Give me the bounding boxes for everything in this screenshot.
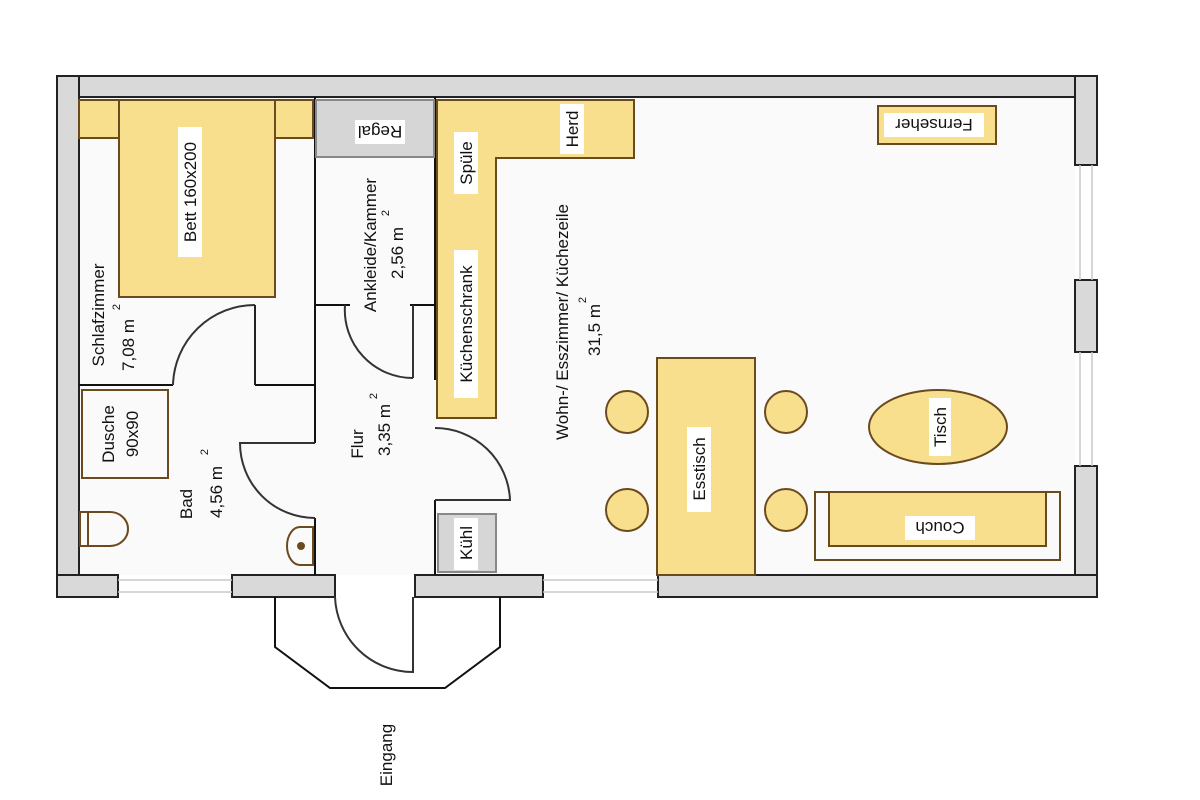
label-dusche-2: 90x90: [123, 411, 142, 457]
stuhl-1: [605, 390, 649, 434]
room-ankleide-name: Ankleide/Kammer: [361, 178, 380, 313]
room-bad-area: 4,56 m: [207, 466, 226, 518]
label-tisch: Tisch: [931, 407, 950, 447]
label-kuechenschrank: Küchenschrank: [457, 265, 476, 383]
label-dusche-1: Dusche: [99, 405, 118, 463]
room-flur-area: 3,35 m: [375, 404, 394, 456]
wall-right-2: [1074, 279, 1098, 353]
room-wohn-name: Wohn-/ Esszimmer/ Küchezeile: [553, 204, 572, 440]
sink: [286, 526, 314, 566]
room-schlafzimmer-name: Schlafzimmer: [89, 263, 108, 366]
room-flur-name: Flur: [348, 429, 367, 459]
wall-bottom-3: [414, 574, 544, 598]
doors: [172, 304, 512, 674]
stuhl-4: [764, 488, 808, 532]
room-bad-name: Bad: [177, 489, 196, 519]
room-wohn-exp: 2: [577, 297, 589, 303]
label-fernseher: Fernseher: [895, 115, 973, 134]
stuhl-3: [764, 390, 808, 434]
room-schlafzimmer-area: 7,08 m: [119, 319, 138, 371]
schrank-bedroom-right: [274, 99, 314, 139]
room-bad-exp: 2: [199, 449, 211, 455]
porch: [274, 597, 501, 689]
schrank-bedroom-left: [78, 99, 120, 139]
door-eingang: [334, 596, 414, 674]
dusche: [81, 389, 169, 479]
label-esstisch: Esstisch: [690, 437, 709, 500]
label-bett: Bett 160x200: [181, 142, 200, 242]
door-schlafzimmer: [172, 304, 256, 386]
wall-bottom-1: [56, 574, 119, 598]
wall-left: [56, 75, 80, 598]
wall-bottom-2: [231, 574, 336, 598]
wall-top: [56, 75, 1098, 98]
kitchen-counter: [436, 99, 635, 419]
room-ankleide-exp: 2: [380, 210, 392, 216]
door-bad: [238, 442, 316, 519]
label-regal: Regal: [358, 122, 402, 141]
outer-walls: [56, 75, 1098, 598]
label-couch: Couch: [915, 518, 964, 537]
label-kuehl: Kühl: [457, 526, 476, 560]
door-wohn: [434, 426, 512, 501]
toilet: [79, 511, 129, 547]
label-herd: Herd: [563, 111, 582, 148]
label-spuele: Spüle: [457, 141, 476, 184]
door-ankleide: [343, 304, 414, 380]
wall-bottom-4: [657, 574, 1098, 598]
windows: [118, 165, 1093, 593]
room-wohn-area: 31,5 m: [585, 304, 604, 356]
room-flur-exp: 2: [368, 393, 380, 399]
label-eingang: Eingang: [377, 724, 396, 786]
room-ankleide-area: 2,56 m: [388, 227, 407, 279]
stuhl-2: [605, 488, 649, 532]
room-schlafzimmer-exp: 2: [111, 304, 123, 310]
wall-right-1: [1074, 75, 1098, 166]
